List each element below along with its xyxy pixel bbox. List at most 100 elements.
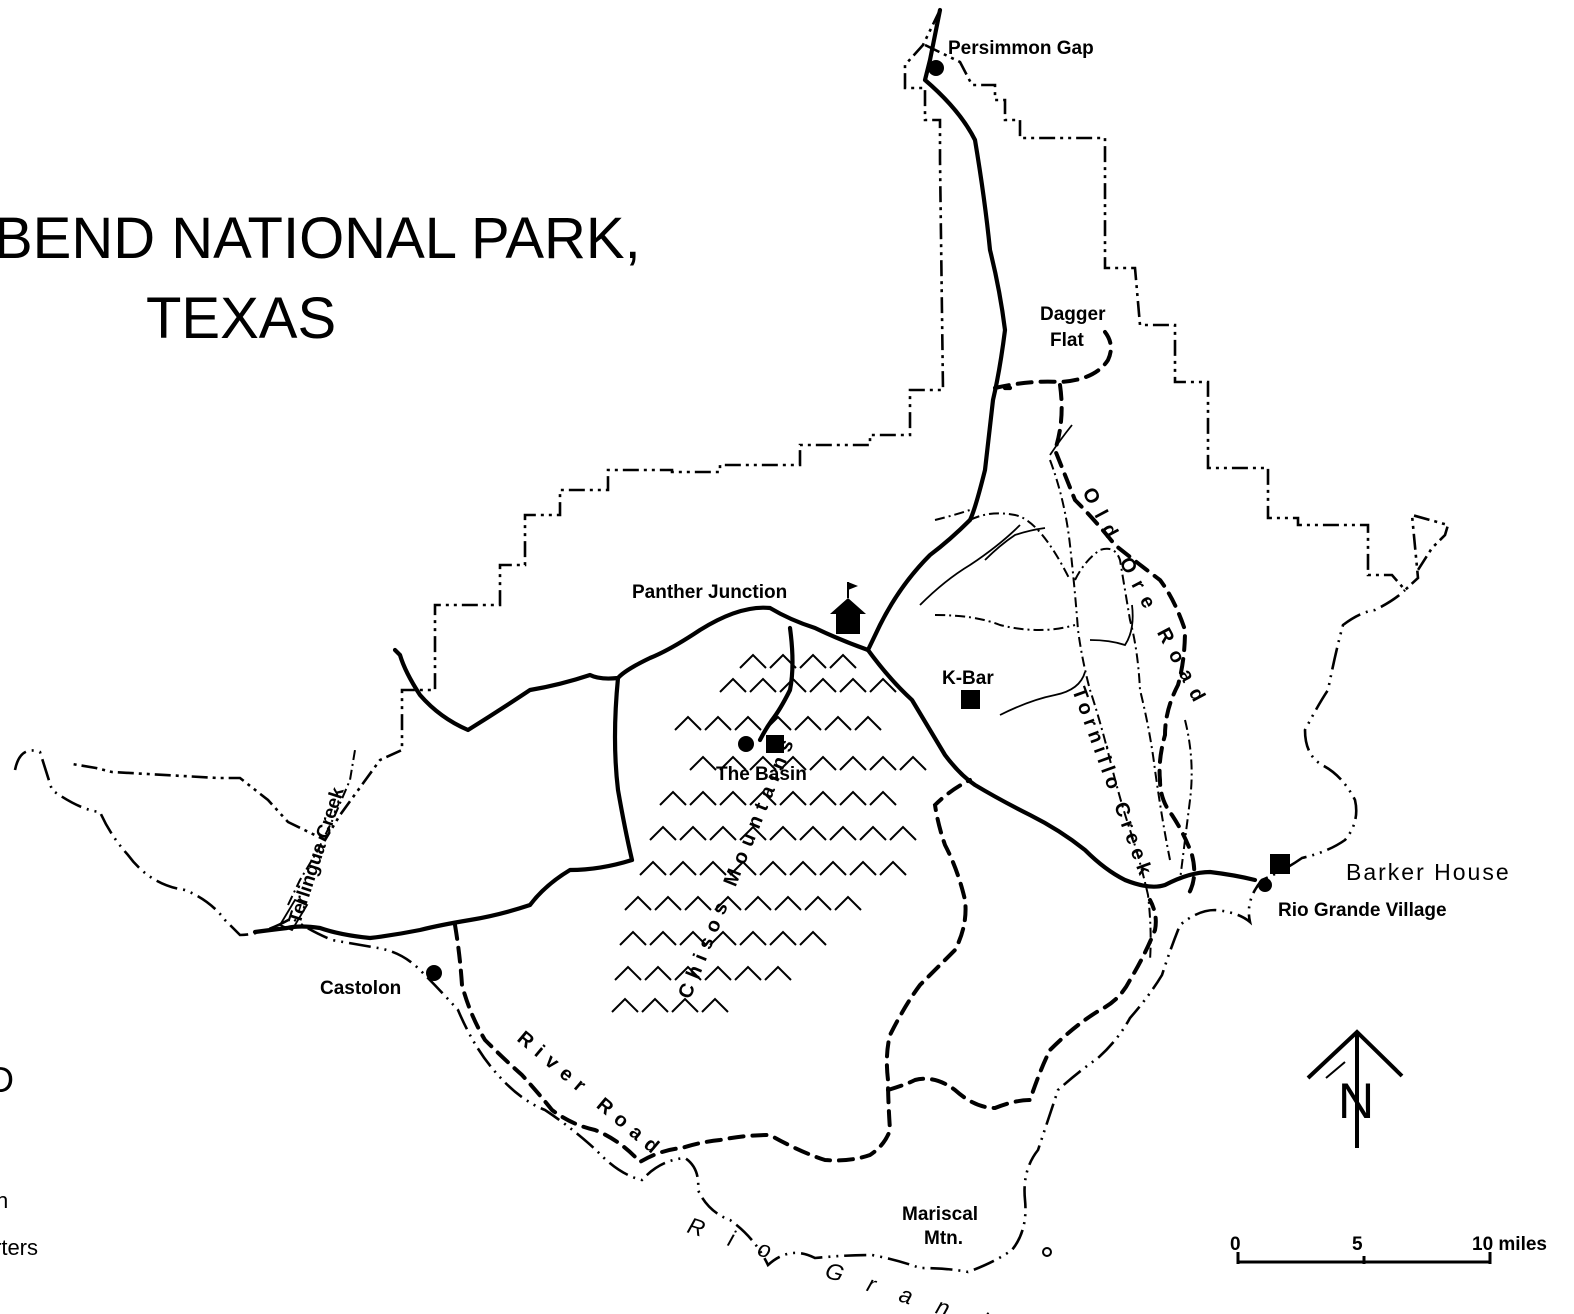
- mountain-chevron-icon: [859, 825, 887, 841]
- terlingua-creek-box: [278, 898, 309, 932]
- mountain-chevron-icon: [689, 790, 717, 806]
- north-arrow-icon: [1306, 1029, 1404, 1148]
- rio-grande-village-dot: [1258, 878, 1272, 892]
- label-barker-house: Barker House: [1346, 859, 1511, 885]
- mountain-chevron-icon: [839, 755, 867, 771]
- terlingua-creek: [287, 749, 356, 906]
- mountain-chevron-icon: [799, 930, 827, 946]
- mariscal-road: [886, 898, 1158, 1111]
- mountain-chevron-icon: [739, 825, 767, 841]
- the-basin-dot: [738, 736, 754, 752]
- mountain-chevron-icon: [671, 997, 699, 1013]
- scale-tick-10: 10 miles: [1472, 1234, 1547, 1255]
- rio-grande-river: [13, 589, 1406, 1274]
- mountain-chevron-icon: [649, 825, 677, 841]
- tornillo-creek: [1049, 459, 1152, 961]
- mountain-chevron-icon: [719, 755, 747, 771]
- mountain-chevron-icon: [709, 825, 737, 841]
- legend-fragment-2: n: [0, 1188, 8, 1213]
- persimmon-gap-dot: [928, 60, 944, 76]
- mountain-chevron-icon: [709, 930, 737, 946]
- main-road-panther-junction-west: [392, 605, 871, 733]
- wash-2: [984, 527, 1046, 561]
- mountain-chevron-icon: [734, 715, 762, 731]
- map-title-line-2: TEXAS: [146, 286, 336, 351]
- scale-bar: [1236, 1252, 1492, 1264]
- scale-tick-5: 5: [1352, 1234, 1363, 1255]
- mountain-chevron-icon: [734, 965, 762, 981]
- main-road-to-rio-grande-village: [865, 647, 1258, 889]
- mountain-chevron-icon: [611, 997, 639, 1013]
- mountain-chevron-icon: [679, 930, 707, 946]
- scale-tick-0: 0: [1230, 1234, 1241, 1255]
- mountain-chevron-icon: [659, 790, 687, 806]
- mountain-chevron-icon: [794, 715, 822, 731]
- label-terlingua-creek: Terlingua Creek: [285, 784, 349, 926]
- mountain-chevron-icon: [804, 895, 832, 911]
- mountain-chevron-icon: [764, 715, 792, 731]
- label-mtn: Mtn.: [924, 1228, 963, 1249]
- road-to-castolon: [252, 675, 635, 941]
- label-old-ore-road: Old Ore Road: [1078, 484, 1214, 714]
- river-road: [453, 778, 972, 1165]
- main-road-north: [865, 7, 1008, 653]
- park-boundary: [71, 9, 1450, 842]
- mountain-chevron-icon: [719, 677, 747, 693]
- mountain-chevron-icon: [789, 860, 817, 876]
- wash-1: [919, 524, 1021, 606]
- label-tornillo-creek: Tornillo Creek: [1067, 684, 1157, 882]
- k-bar-square: [961, 690, 980, 709]
- mountain-chevron-icon: [759, 860, 787, 876]
- label-k-bar: K-Bar: [942, 668, 994, 689]
- mountain-chevron-icon: [799, 825, 827, 841]
- mountain-chevron-icon: [869, 755, 897, 771]
- label-rio-grande-village: Rio Grande Village: [1278, 900, 1447, 921]
- mountain-chevron-icon: [869, 790, 897, 806]
- mountain-chevron-icon: [769, 825, 797, 841]
- mountain-chevron-icon: [834, 895, 862, 911]
- mountain-chevron-icon: [749, 790, 777, 806]
- mountain-chevron-icon: [689, 755, 717, 771]
- mountain-chevron-icon: [809, 677, 837, 693]
- chisos-mountains-symbols: [611, 653, 927, 1013]
- tornillo-tributary-3: [969, 512, 1071, 581]
- mountain-chevron-icon: [674, 965, 702, 981]
- mountain-chevron-icon: [849, 860, 877, 876]
- mountain-chevron-icon: [764, 965, 792, 981]
- mountain-chevron-icon: [879, 860, 907, 876]
- mariscal-marker: [1042, 1247, 1052, 1257]
- mountain-chevron-icon: [809, 790, 837, 806]
- mountain-chevron-icon: [769, 653, 797, 669]
- dagger-flat-road: [993, 330, 1113, 390]
- mountain-chevron-icon: [704, 715, 732, 731]
- mountain-chevron-icon: [701, 997, 729, 1013]
- mountain-chevron-icon: [749, 755, 777, 771]
- mountain-chevron-icon: [699, 860, 727, 876]
- mountain-chevron-icon: [714, 895, 742, 911]
- mountain-chevron-icon: [899, 755, 927, 771]
- tornillo-tributary-5: [934, 614, 1076, 631]
- mountain-chevron-icon: [774, 895, 802, 911]
- headquarters-icon: [830, 582, 866, 634]
- label-flat: Flat: [1050, 330, 1084, 351]
- mountain-chevron-icon: [799, 653, 827, 669]
- mountain-chevron-icon: [641, 997, 669, 1013]
- mountain-chevron-icon: [639, 860, 667, 876]
- mountain-chevron-icon: [869, 677, 897, 693]
- mountain-chevron-icon: [619, 930, 647, 946]
- wash-4: [1089, 604, 1134, 647]
- mountain-chevron-icon: [829, 653, 857, 669]
- old-ore-road: [1052, 383, 1197, 897]
- label-the-basin: The Basin: [716, 764, 807, 785]
- mountain-chevron-icon: [644, 965, 672, 981]
- mountain-chevron-icon: [749, 677, 777, 693]
- mountain-chevron-icon: [769, 930, 797, 946]
- wash-3: [999, 671, 1086, 716]
- tornillo-tributary-2: [1179, 719, 1193, 881]
- mountain-chevron-icon: [744, 895, 772, 911]
- label-river-road: River Road: [513, 1027, 669, 1163]
- mountain-chevron-icon: [704, 965, 732, 981]
- label-castolon: Castolon: [320, 978, 401, 999]
- tornillo-tributary-4: [934, 509, 971, 521]
